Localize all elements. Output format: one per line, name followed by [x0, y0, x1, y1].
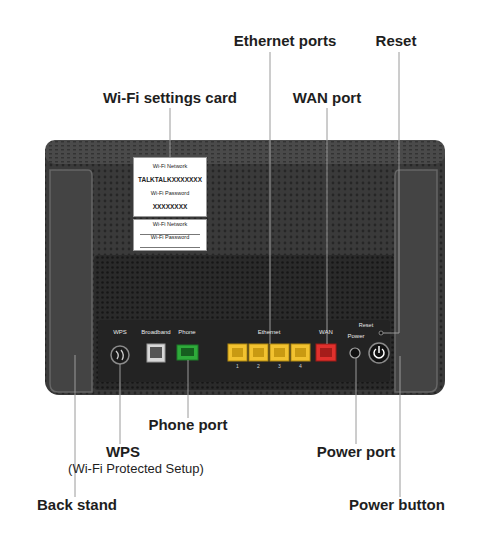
callout-label: Power port — [317, 444, 395, 461]
device-port-label: Power — [347, 333, 364, 340]
power-port — [350, 348, 360, 358]
ethernet-socket — [274, 348, 285, 357]
card-text: Wi-Fi Network — [153, 164, 188, 170]
leader-lines — [75, 52, 400, 497]
leader-line — [270, 52, 271, 344]
leader-line — [327, 108, 328, 344]
leader-line — [383, 52, 399, 333]
ethernet-port — [270, 344, 289, 361]
callout-label: (Wi-Fi Protected Setup) — [68, 462, 204, 476]
wps-symbol — [116, 350, 123, 360]
card-text: TALKTALKXXXXXXX — [138, 177, 202, 184]
port-panel — [94, 255, 394, 390]
power-button — [369, 343, 389, 363]
device-port-label: WPS — [113, 329, 127, 336]
port-number: 1 — [236, 364, 239, 370]
callout-label: Ethernet ports — [234, 33, 337, 50]
broadband-socket — [150, 347, 162, 358]
leader-line — [188, 360, 189, 418]
leader-line — [120, 364, 121, 444]
device-port-label: Broadband — [141, 329, 170, 336]
phone-port — [177, 345, 198, 360]
ethernet-port — [291, 344, 310, 361]
callout-label: Wi-Fi settings card — [103, 90, 237, 107]
ethernet-port — [249, 344, 268, 361]
device-port-label: Reset — [359, 322, 373, 328]
top-vent — [45, 140, 445, 164]
card-text: Wi-Fi Password — [140, 235, 200, 248]
callout-label: Back stand — [37, 497, 117, 514]
ethernet-port — [228, 344, 247, 361]
callout-label: Reset — [376, 33, 417, 50]
ethernet-socket — [232, 348, 243, 357]
wan-port — [316, 344, 336, 361]
device-port-label: Ethernet — [258, 329, 281, 336]
card-text: Wi-Fi Network — [140, 222, 200, 235]
port-strip — [98, 320, 390, 382]
ethernet-socket — [295, 348, 306, 357]
card-text: XXXXXXXX — [153, 204, 188, 211]
callout-label: WPS — [106, 444, 140, 461]
ethernet-socket — [253, 348, 264, 357]
power-symbol — [374, 346, 384, 358]
router-body — [45, 140, 445, 395]
wan-socket — [320, 348, 332, 357]
port-number: 4 — [299, 364, 302, 370]
leader-line — [400, 356, 401, 497]
port-number: 2 — [257, 364, 260, 370]
card-text: Wi-Fi Password — [151, 191, 190, 197]
broadband-port — [147, 344, 165, 362]
device-port-label: WAN — [319, 329, 333, 336]
callout-label: Power button — [349, 497, 445, 514]
wifi-settings-card: Wi-Fi NetworkWi-Fi Password — [133, 219, 207, 251]
device-port-label: Phone — [178, 329, 195, 336]
port-number: 3 — [278, 364, 281, 370]
back-stand-left — [50, 170, 92, 392]
wps-button — [111, 346, 129, 364]
leader-line — [170, 108, 171, 158]
callout-label: Phone port — [148, 417, 227, 434]
wifi-settings-card: Wi-Fi NetworkTALKTALKXXXXXXX Wi-Fi Passwo… — [133, 157, 207, 217]
reset-pinhole — [379, 331, 383, 335]
callout-label: WAN port — [293, 90, 361, 107]
back-stand-right — [395, 170, 437, 392]
phone-socket — [181, 348, 194, 356]
leader-line — [356, 358, 357, 444]
